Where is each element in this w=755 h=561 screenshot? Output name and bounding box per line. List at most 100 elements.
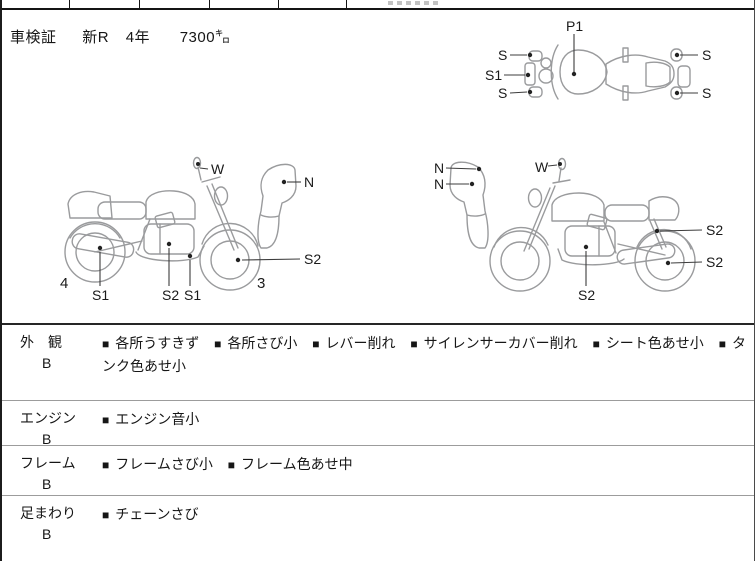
body-top bbox=[605, 54, 675, 94]
header-line: 車検証 新R 4年 7300㌔ bbox=[10, 26, 231, 47]
section-name: フレーム bbox=[20, 455, 76, 471]
marker-dot bbox=[166, 241, 172, 247]
motorcycle-right-side bbox=[449, 157, 696, 292]
windscreen-top bbox=[550, 44, 559, 100]
marker-dot bbox=[525, 72, 531, 78]
defect-item: ■各所さび小 bbox=[214, 335, 297, 351]
leader-line bbox=[547, 164, 558, 167]
downtube bbox=[603, 221, 617, 254]
tail-top bbox=[677, 65, 691, 88]
section-grade: B bbox=[42, 476, 52, 492]
marker-p1: P1 bbox=[566, 18, 583, 34]
bullet-icon: ■ bbox=[102, 508, 110, 522]
cylinder bbox=[586, 213, 608, 231]
marker-dot bbox=[469, 181, 475, 187]
seat bbox=[604, 204, 650, 222]
defect-list: ■各所うすきず ■各所さび小 ■レバー削れ ■サイレンサーカバー削れ ■シート色… bbox=[102, 325, 747, 400]
mileage-value: 7300㌔ bbox=[179, 29, 231, 46]
marker-s1-muffler: S1 bbox=[92, 287, 109, 303]
headlight bbox=[213, 186, 229, 206]
mirror-stem bbox=[197, 166, 202, 181]
defect-item: ■タンク色あせ小 bbox=[102, 335, 746, 374]
marker-dot bbox=[674, 90, 680, 96]
defect-item: ■各所うすきず bbox=[102, 335, 199, 351]
seat-top bbox=[645, 61, 671, 88]
defect-item: ■シート色あせ小 bbox=[593, 335, 704, 351]
footpeg-left bbox=[622, 47, 629, 63]
swingarm bbox=[94, 240, 143, 253]
marker-s1-frame: S1 bbox=[184, 287, 201, 303]
detached-cowl bbox=[257, 163, 297, 249]
defect-text: エンジン音小 bbox=[115, 411, 200, 427]
fuel-tank bbox=[145, 190, 196, 220]
defect-list: ■ フレームさび小 ■ フレーム色あせ中 bbox=[102, 446, 747, 495]
bullet-icon: ■ bbox=[102, 413, 110, 427]
headlight-top bbox=[538, 68, 554, 84]
leader-line bbox=[241, 258, 301, 261]
bullet-icon: ■ bbox=[410, 337, 418, 351]
marker-dot bbox=[196, 162, 200, 166]
rear-hub bbox=[645, 241, 685, 281]
fuel-tank bbox=[551, 192, 605, 222]
detached-cowl bbox=[449, 161, 489, 249]
defect-item: ■ フレームさび小 bbox=[102, 456, 213, 472]
table-grid-line bbox=[278, 0, 279, 8]
bullet-icon: ■ bbox=[312, 337, 320, 351]
marker-dot bbox=[97, 245, 103, 251]
marker-n-top: N bbox=[434, 160, 444, 176]
marker-s2-rear-wheel: S2 bbox=[706, 254, 723, 270]
section-header: 足まわり B bbox=[2, 496, 102, 561]
defect-item: ■ レバー削れ bbox=[312, 335, 395, 351]
bullet-icon: ■ bbox=[102, 458, 110, 472]
cutoff-text-fragment bbox=[388, 1, 440, 5]
marker-s1-left: S1 bbox=[485, 67, 502, 83]
leader-line bbox=[509, 91, 528, 94]
motorcycle-top-view bbox=[524, 44, 691, 101]
gauge bbox=[540, 57, 552, 69]
marker-dot bbox=[558, 162, 562, 166]
swingarm bbox=[617, 243, 666, 256]
seat bbox=[97, 201, 147, 220]
section-header: 外 観 B bbox=[2, 325, 102, 400]
section-header: フレーム B bbox=[2, 446, 102, 495]
defect-text: レバー削れ bbox=[325, 335, 396, 351]
frame-lower bbox=[135, 245, 205, 262]
defect-list: ■ エンジン音小 bbox=[102, 401, 747, 445]
marker-s-left-top: S bbox=[498, 47, 507, 63]
defect-item: ■サイレンサーカバー削れ bbox=[410, 335, 577, 351]
rear-wheel bbox=[64, 221, 126, 283]
cowl-detail bbox=[260, 214, 280, 218]
marker-dot bbox=[665, 260, 671, 266]
marker-s2-shock: S2 bbox=[706, 222, 723, 238]
left-side-diagram: W N S1 S2 S1 S2 4 3 bbox=[60, 156, 321, 303]
front-fork bbox=[206, 183, 239, 251]
section-grade: B bbox=[42, 526, 52, 542]
defect-text: フレームさび小 bbox=[115, 456, 213, 472]
motorcycle-left-side bbox=[64, 156, 297, 291]
marker-w: W bbox=[535, 159, 549, 175]
defect-text: チェーンさび bbox=[115, 506, 199, 522]
bullet-icon: ■ bbox=[227, 458, 235, 472]
mirror bbox=[192, 156, 202, 170]
leader-line bbox=[445, 167, 477, 170]
defect-item: ■ フレーム色あせ中 bbox=[228, 456, 353, 472]
bullet-icon: ■ bbox=[214, 337, 222, 351]
rear-fender bbox=[69, 222, 121, 239]
section-header: エンジン B bbox=[2, 401, 102, 447]
section-name: エンジン bbox=[20, 410, 76, 426]
mirror-stem bbox=[558, 167, 562, 182]
condition-sections: 外 観 B ■各所うすきず ■各所さび小 ■レバー削れ ■サイレンサーカバー削れ… bbox=[2, 323, 754, 561]
marker-s-right-bottom: S bbox=[702, 85, 711, 101]
marker-s-left-bottom: S bbox=[498, 85, 507, 101]
marker-s-right-top: S bbox=[702, 47, 711, 63]
defect-text: 各所うすきず bbox=[115, 335, 200, 351]
front-fender bbox=[493, 226, 549, 248]
leader-line bbox=[670, 261, 703, 264]
handlebar bbox=[201, 176, 221, 183]
defect-text: フレーム色あせ中 bbox=[240, 456, 353, 472]
section-frame: フレーム B ■ フレームさび小 ■ フレーム色あせ中 bbox=[2, 445, 754, 495]
tail-cowl bbox=[67, 190, 113, 219]
front-fender-top bbox=[524, 62, 536, 86]
section-engine: エンジン B ■ エンジン音小 bbox=[2, 400, 754, 447]
